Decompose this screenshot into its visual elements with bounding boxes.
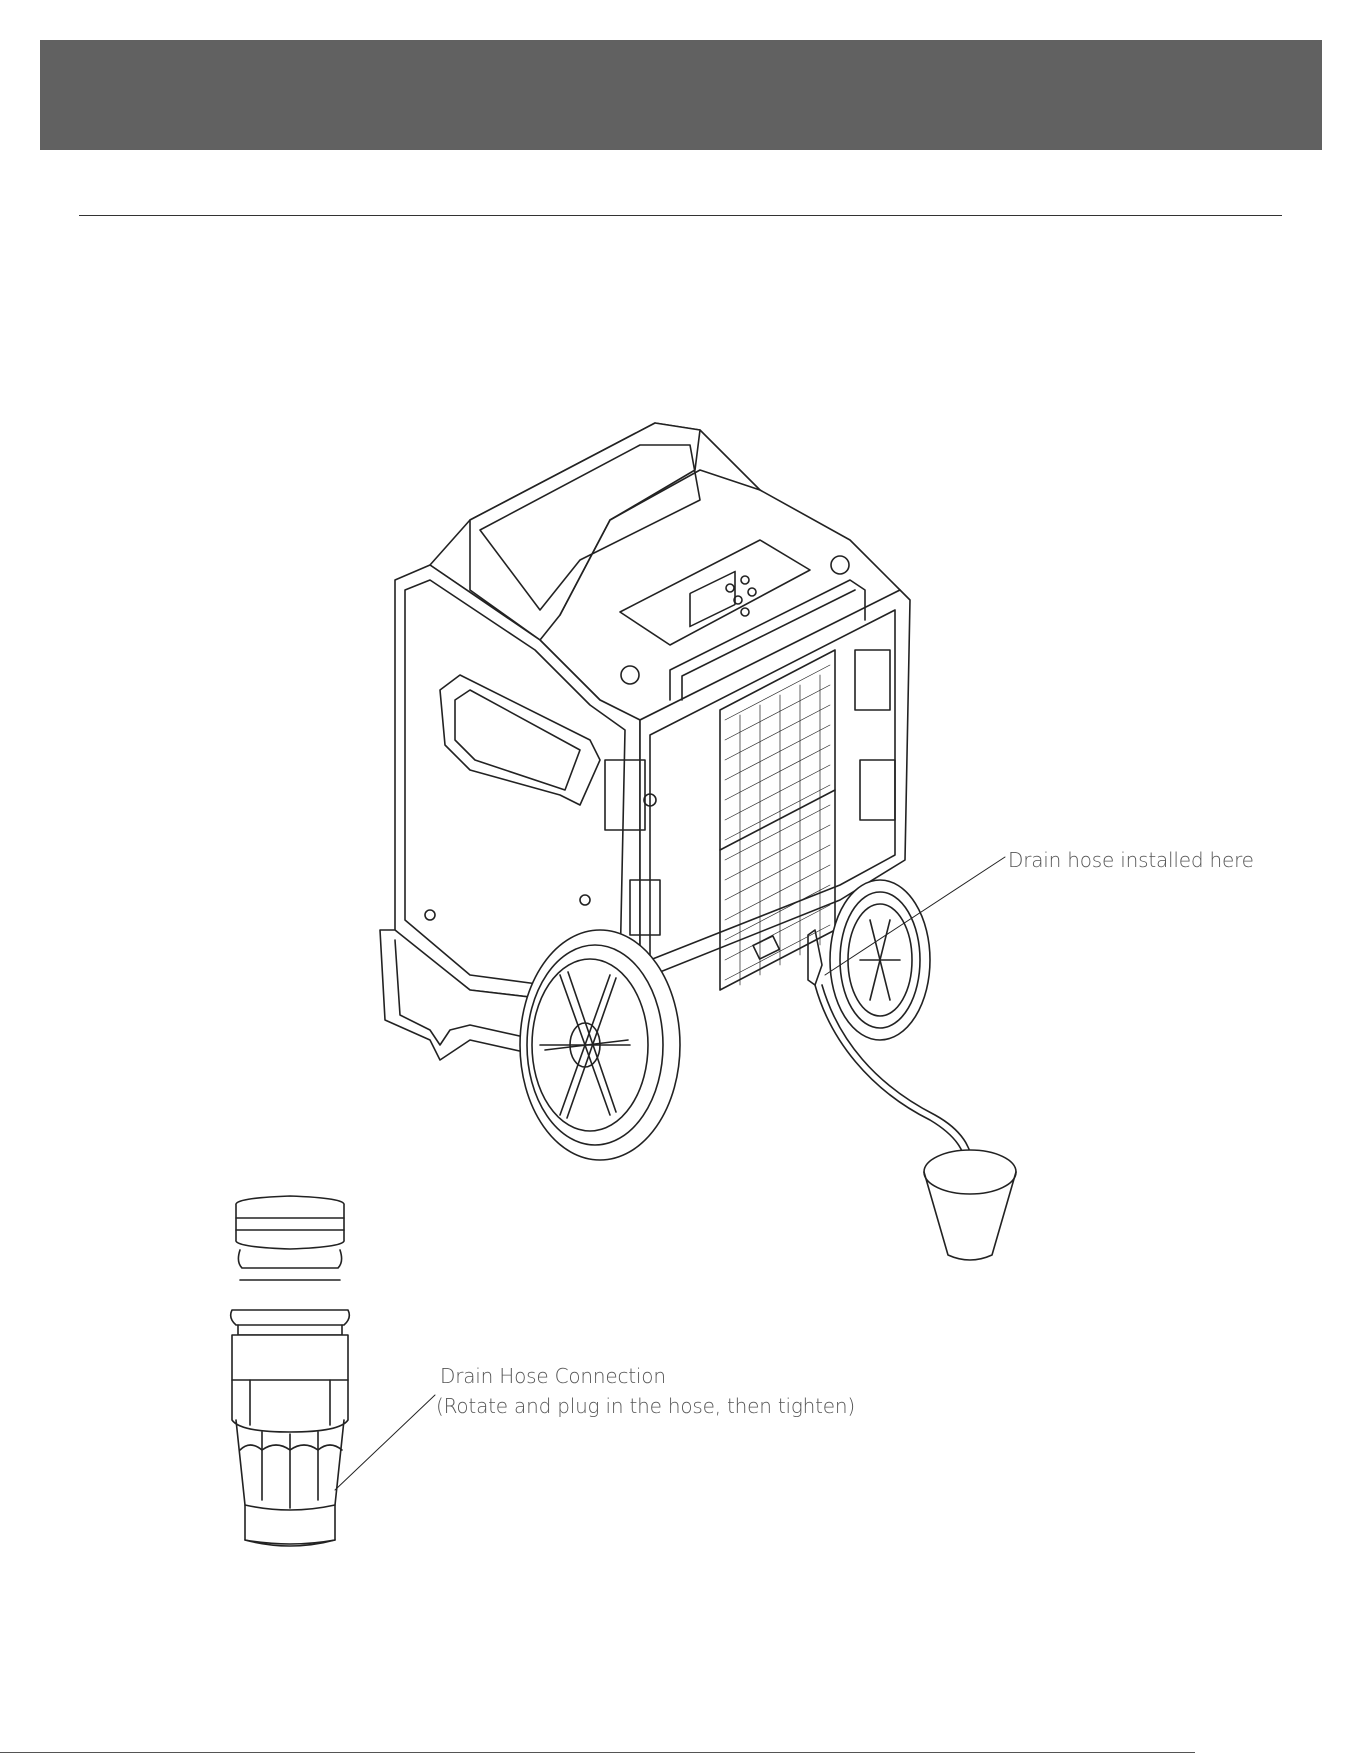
drain-hose-callout: Drain hose installed here <box>1008 846 1254 875</box>
drain-connection-title: Drain Hose Connection <box>440 1362 666 1391</box>
drain-connection-instruction: (Rotate and plug in the hose, then tight… <box>436 1392 855 1421</box>
rear-wheel <box>830 880 930 1040</box>
front-wheel <box>520 930 680 1160</box>
footer-rule <box>0 1752 1195 1753</box>
connector-leader-line <box>335 1395 435 1490</box>
collection-cup <box>924 1150 1016 1260</box>
drain-connector-detail <box>231 1196 350 1546</box>
